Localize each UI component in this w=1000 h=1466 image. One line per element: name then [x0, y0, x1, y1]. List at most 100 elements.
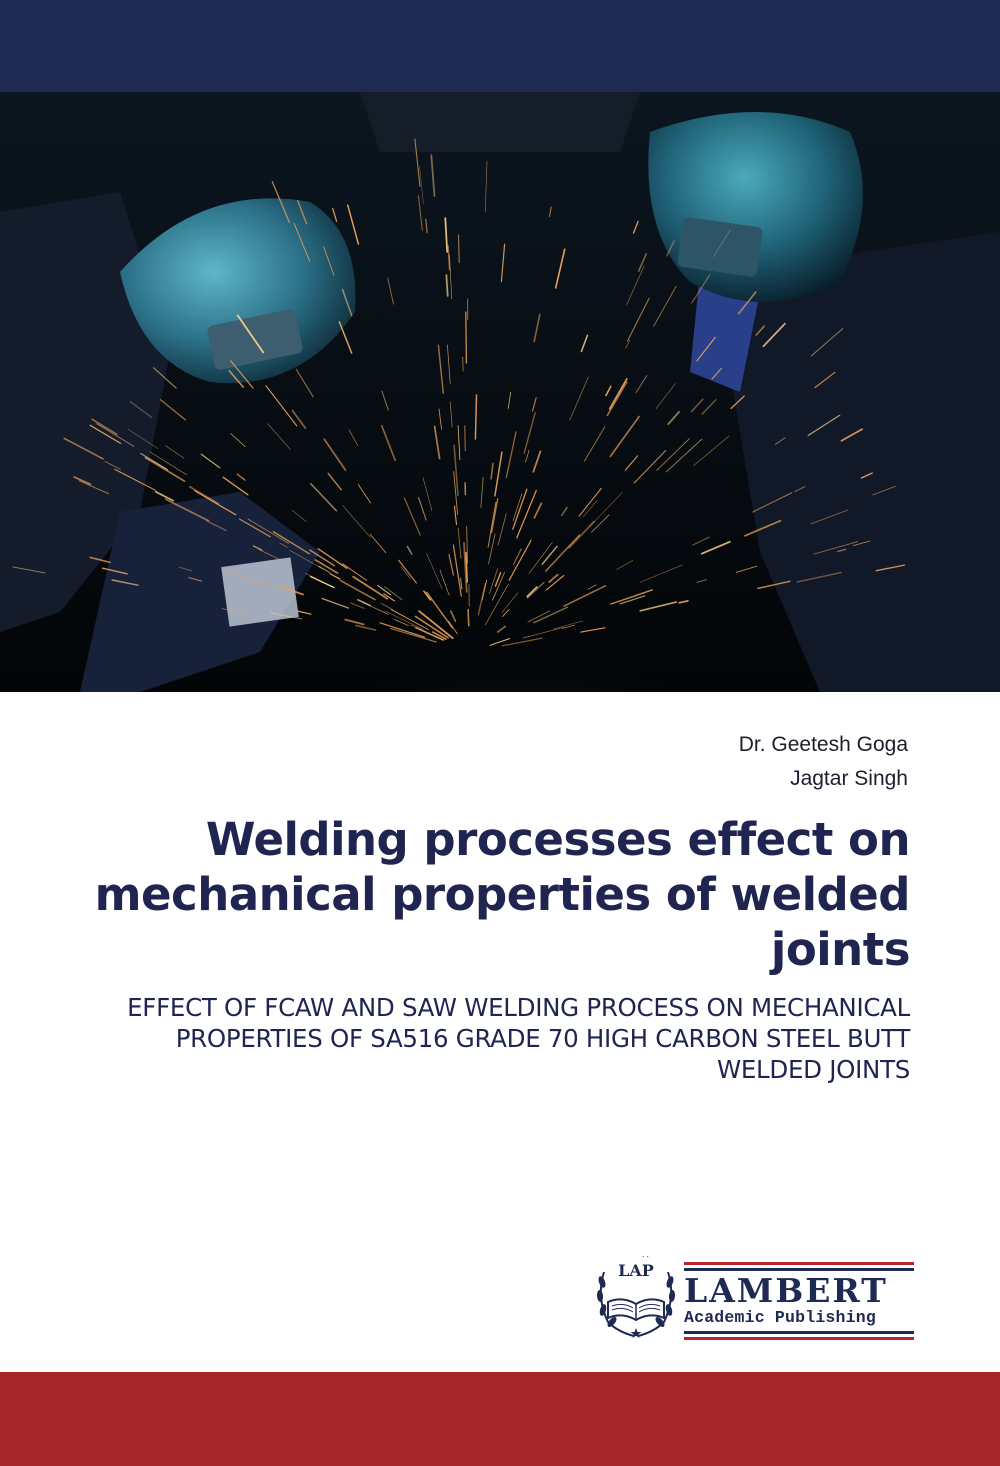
spark-streak: [481, 579, 488, 601]
spark-streak: [691, 274, 711, 304]
spark-streak: [272, 531, 311, 555]
publisher-subname: Academic Publishing: [684, 1308, 876, 1327]
spark-streak: [757, 580, 791, 590]
spark-streak: [639, 601, 678, 612]
spark-streak: [140, 452, 168, 471]
spark-streak: [457, 425, 461, 461]
spark-streak: [327, 472, 342, 491]
top-color-band: [0, 0, 1000, 92]
spark-streak: [512, 548, 522, 566]
spark-streak: [419, 166, 424, 205]
spark-streak: [200, 453, 221, 469]
spark-streak: [527, 610, 551, 623]
spark-streak: [221, 608, 249, 614]
spark-streak: [346, 204, 360, 245]
spark-streak: [810, 328, 844, 357]
spark-streak: [247, 518, 290, 544]
spark-streak: [533, 313, 541, 343]
spark-streak: [393, 619, 409, 626]
spark-streak: [228, 370, 245, 388]
spark-streak: [762, 322, 786, 348]
spark-streak: [744, 519, 782, 537]
spark-streak: [417, 195, 423, 231]
author-name: Dr. Geetesh Goga: [738, 733, 908, 756]
spark-streak: [490, 462, 494, 480]
spark-streak: [502, 608, 510, 617]
spark-streak: [452, 544, 462, 597]
spark-streak: [270, 612, 303, 620]
spark-streak: [563, 585, 607, 607]
spark-streak: [693, 435, 730, 466]
spark-streak: [295, 368, 314, 398]
spark-streak: [418, 610, 454, 640]
spark-streak: [696, 336, 716, 362]
spark-streak: [488, 533, 496, 565]
spark-streak: [533, 606, 569, 624]
spark-streak: [457, 234, 460, 264]
spark-streak: [384, 610, 424, 630]
spark-streak: [439, 569, 450, 596]
spark-streak: [453, 444, 459, 497]
spark-streak: [505, 431, 517, 479]
spark-streak: [609, 415, 640, 458]
spark-streak: [433, 425, 441, 460]
spark-streak: [490, 498, 499, 534]
spark-streak: [387, 277, 394, 305]
spark-streak: [230, 360, 254, 389]
spark-streak: [104, 460, 121, 470]
spark-streak: [12, 566, 46, 574]
spark-streak: [526, 586, 538, 598]
spark-streak: [606, 381, 628, 417]
spark-streak: [339, 579, 376, 601]
spark-streak: [159, 399, 187, 421]
spark-streak: [549, 206, 552, 218]
welding-photo-illustration: [0, 92, 1000, 692]
spark-streak: [403, 497, 421, 536]
spark-streak: [342, 505, 371, 538]
spark-streak: [438, 408, 443, 430]
spark-streak: [289, 549, 323, 570]
spark-streak: [63, 437, 104, 460]
spark-streak: [626, 265, 645, 305]
spark-streak: [164, 498, 210, 522]
spark-streak: [152, 367, 177, 389]
spark-streak: [737, 291, 757, 315]
spark-streak: [477, 582, 487, 616]
spark-streak: [317, 548, 348, 570]
spark-streak: [655, 383, 676, 410]
book-title: Welding processes effect on mechanical p…: [94, 813, 911, 976]
welding-photo: [0, 92, 1000, 692]
spark-streak: [426, 553, 443, 590]
spark-streak: [814, 371, 836, 389]
spark-streak: [338, 321, 353, 354]
spark-streak: [489, 638, 511, 646]
spark-streak: [632, 220, 639, 234]
spark-streak: [323, 438, 347, 471]
spark-streak: [666, 240, 675, 257]
spark-streak: [507, 391, 512, 409]
spark-streak: [381, 390, 389, 411]
spark-streak: [189, 485, 220, 505]
spark-streak: [711, 367, 722, 380]
spark-streak: [807, 414, 841, 437]
spark-streak: [578, 487, 602, 517]
spark-streak: [639, 564, 683, 583]
spark-streak: [448, 620, 458, 635]
spark-streak: [872, 485, 896, 496]
spark-streak: [545, 575, 565, 591]
spark-streak: [591, 514, 610, 533]
spark-streak: [453, 505, 458, 526]
spark-streak: [352, 575, 389, 600]
spark-streak: [810, 509, 849, 525]
spark-streak: [625, 339, 631, 349]
spark-streak: [309, 549, 336, 567]
spark-streak: [690, 398, 704, 413]
spark-streak: [398, 559, 418, 584]
spark-streak: [635, 375, 648, 394]
spark-streak: [91, 418, 118, 436]
spark-streak: [459, 577, 463, 590]
spark-streak: [444, 217, 449, 253]
spark-streak: [532, 397, 537, 412]
spark-streak: [400, 566, 411, 579]
spark-streak: [448, 553, 455, 576]
